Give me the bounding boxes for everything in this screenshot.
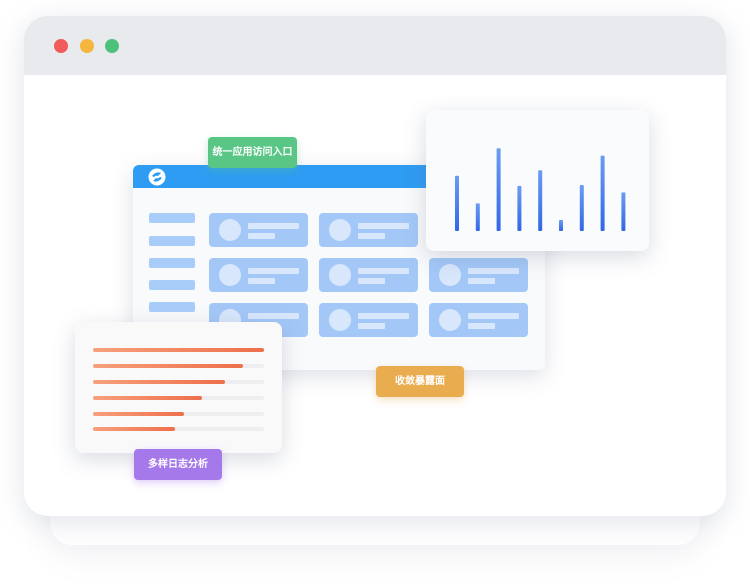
bar-chart-card xyxy=(426,110,649,251)
log-bar xyxy=(93,412,264,416)
title-bar xyxy=(24,16,726,75)
chart-bar-1 xyxy=(455,175,459,231)
log-bar-fill xyxy=(93,412,184,416)
sidebar-item xyxy=(149,302,195,312)
chart-bar-9 xyxy=(621,192,626,231)
log-bar xyxy=(93,396,264,400)
minimize-window-button[interactable] xyxy=(80,39,94,53)
chart-bar-6 xyxy=(559,220,563,231)
app-card xyxy=(319,258,418,292)
sidebar-item xyxy=(149,213,195,223)
chart-bar-2 xyxy=(475,203,480,231)
app-card xyxy=(429,258,528,292)
app-logo-icon xyxy=(148,168,166,186)
maximize-window-button[interactable] xyxy=(105,39,119,53)
converge-exposure-tag: 收敛暴露面 xyxy=(376,366,464,397)
chart-bar-5 xyxy=(538,170,543,231)
log-analysis-card xyxy=(75,322,282,453)
bar-chart xyxy=(455,148,626,231)
sidebar-item xyxy=(149,236,195,246)
log-bar-fill xyxy=(93,427,176,431)
log-bar-fill xyxy=(93,396,203,400)
sidebar-item xyxy=(149,280,195,290)
log-bar xyxy=(93,380,264,384)
log-bar xyxy=(93,427,264,431)
log-bar-fill xyxy=(93,348,264,352)
sidebar-item xyxy=(149,258,195,268)
log-bar xyxy=(93,364,264,368)
chart-bar-4 xyxy=(517,185,522,231)
app-card xyxy=(209,258,308,292)
log-bar xyxy=(93,348,264,352)
chart-bar-7 xyxy=(579,185,584,231)
chart-bar-8 xyxy=(600,155,605,231)
app-card xyxy=(209,213,308,247)
diverse-logs-tag: 多样日志分析 xyxy=(134,449,222,480)
unified-access-tag: 统一应用访问入口 xyxy=(208,137,297,168)
app-card xyxy=(319,213,418,247)
log-bar-fill xyxy=(93,380,225,384)
app-card xyxy=(429,303,528,337)
chart-bar-3 xyxy=(496,148,501,231)
log-bar-fill xyxy=(93,364,244,368)
close-window-button[interactable] xyxy=(54,39,68,53)
app-card xyxy=(319,303,418,337)
